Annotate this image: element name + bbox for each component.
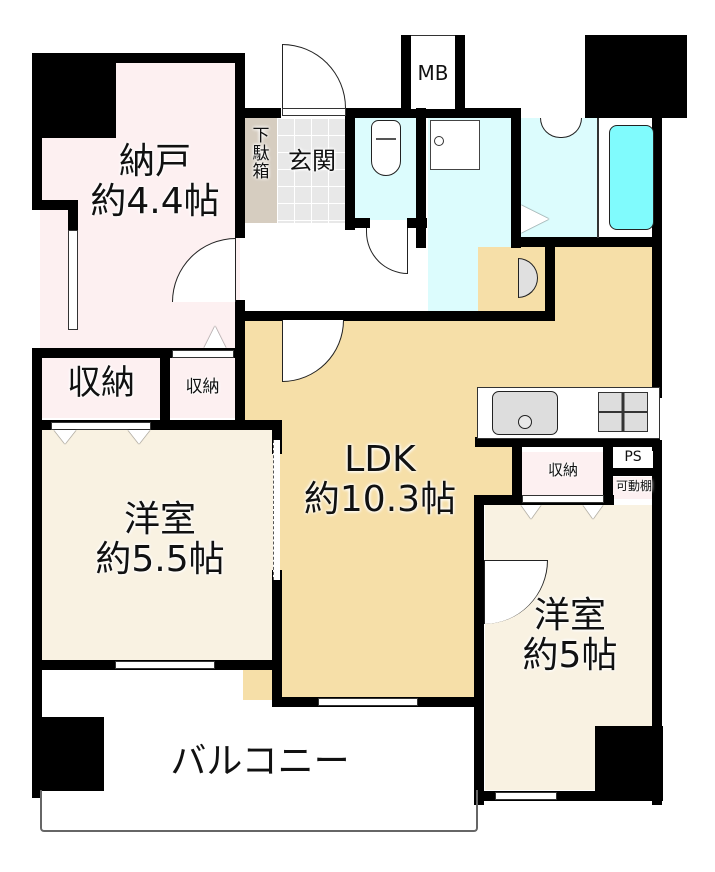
arrow-down-icon bbox=[54, 430, 76, 444]
wall bbox=[32, 420, 282, 430]
western2-label: 洋室 約5帖 bbox=[490, 595, 650, 677]
wall bbox=[235, 300, 245, 350]
genkan-label: 玄関 bbox=[288, 147, 336, 175]
wall bbox=[68, 200, 78, 230]
ps-box bbox=[613, 451, 653, 468]
wall bbox=[511, 108, 521, 248]
storage-large-door[interactable] bbox=[51, 422, 151, 430]
wall bbox=[245, 311, 545, 321]
wall bbox=[603, 445, 613, 505]
room-size: 約5帖 bbox=[522, 635, 618, 677]
wall bbox=[235, 348, 245, 423]
bathtub-icon bbox=[609, 125, 654, 230]
pillar-bottom-left bbox=[32, 717, 104, 791]
storage-small-floor bbox=[170, 358, 235, 418]
entrance-threshold bbox=[282, 108, 346, 116]
wall bbox=[160, 348, 170, 423]
western1-sliding-door[interactable] bbox=[273, 440, 280, 580]
wall bbox=[511, 237, 661, 247]
wall bbox=[345, 108, 515, 118]
room-name: LDK bbox=[344, 439, 416, 480]
wall bbox=[272, 420, 282, 454]
storage-ldk-floor bbox=[520, 452, 610, 497]
wall bbox=[545, 245, 555, 321]
movable-shelf-floor bbox=[613, 477, 660, 499]
arrow-up-icon bbox=[204, 326, 226, 348]
wall bbox=[512, 445, 522, 505]
wall bbox=[32, 53, 244, 63]
storage-ldk-door[interactable] bbox=[522, 495, 604, 503]
window-nando bbox=[68, 230, 78, 330]
wall bbox=[235, 108, 281, 118]
room-name: 洋室 bbox=[123, 499, 196, 540]
wall bbox=[32, 53, 42, 210]
storage-large-floor bbox=[40, 358, 160, 418]
arrow-down-icon bbox=[583, 505, 603, 519]
window-western2 bbox=[495, 792, 557, 800]
western1-label: 洋室 約5.5帖 bbox=[55, 499, 265, 581]
wall bbox=[345, 108, 355, 230]
wall bbox=[345, 218, 370, 228]
ps-label: PS bbox=[624, 449, 642, 465]
wall bbox=[401, 35, 411, 110]
window-western1 bbox=[115, 661, 215, 669]
drain-icon bbox=[518, 415, 532, 429]
wall bbox=[474, 791, 662, 801]
getabako-label: 下駄箱 bbox=[252, 126, 270, 182]
balcony-railing bbox=[40, 790, 478, 832]
wall bbox=[613, 468, 653, 476]
room-size: 約5.5帖 bbox=[95, 539, 225, 581]
ldk-floor bbox=[243, 320, 480, 700]
wall bbox=[652, 108, 662, 398]
pillar-top-left bbox=[32, 53, 116, 138]
wall bbox=[32, 348, 42, 798]
wall bbox=[407, 218, 427, 228]
bath-door-icon[interactable] bbox=[521, 205, 549, 233]
drain-icon bbox=[434, 136, 444, 146]
entrance-door[interactable] bbox=[282, 44, 346, 108]
ldk-label: LDK 約10.3帖 bbox=[285, 439, 475, 521]
window-ldk bbox=[318, 698, 418, 706]
wall bbox=[32, 348, 245, 358]
wall bbox=[235, 53, 245, 238]
storage-small-label: 収納 bbox=[185, 377, 220, 397]
bath-partition bbox=[597, 118, 599, 238]
wall bbox=[32, 200, 77, 210]
balcony-label: バルコニー bbox=[170, 741, 350, 782]
toilet-icon bbox=[371, 120, 401, 176]
wall bbox=[272, 570, 282, 705]
wall bbox=[652, 440, 662, 805]
room-name: 納戸 bbox=[118, 141, 191, 182]
storage-ldk-label: 収納 bbox=[547, 461, 578, 479]
toilet-seat-line bbox=[376, 138, 396, 140]
mb-box bbox=[411, 35, 455, 109]
arrow-down-icon bbox=[128, 430, 150, 444]
room-size: 約10.3帖 bbox=[303, 479, 457, 521]
wall bbox=[416, 108, 426, 248]
western1-floor bbox=[40, 430, 277, 662]
room-name: 洋室 bbox=[533, 595, 606, 636]
mb-label: MB bbox=[417, 61, 449, 85]
room-size: 約4.4帖 bbox=[90, 181, 220, 223]
wall bbox=[474, 495, 484, 805]
getabako-floor bbox=[245, 118, 277, 223]
storage-large-label: 収納 bbox=[67, 363, 135, 403]
stove-icon bbox=[598, 392, 648, 432]
storage-small-door[interactable] bbox=[172, 350, 234, 358]
pillar-bottom-right bbox=[595, 726, 663, 801]
nando-label: 納戸 約4.4帖 bbox=[70, 141, 240, 223]
movable-shelf-label: 可動棚 bbox=[615, 479, 652, 493]
genkan-floor bbox=[277, 118, 347, 223]
pillar-top-right bbox=[585, 35, 687, 118]
wall bbox=[475, 437, 660, 447]
arrow-down-icon bbox=[521, 505, 541, 519]
wall bbox=[455, 35, 465, 110]
